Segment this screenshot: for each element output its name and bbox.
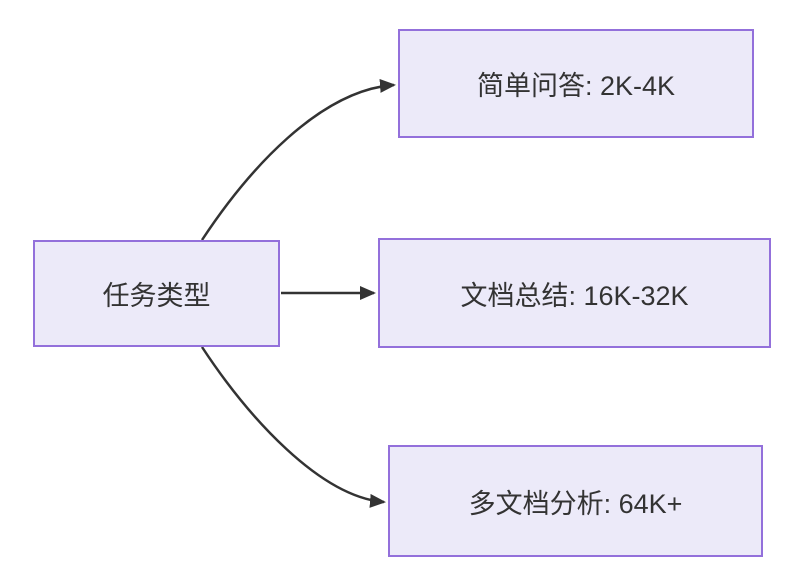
node-simple-qa: 简单问答: 2K-4K (398, 29, 754, 138)
node-task-type: 任务类型 (33, 240, 280, 347)
node-doc-summary: 文档总结: 16K-32K (378, 238, 771, 348)
node-task-type-label: 任务类型 (102, 281, 211, 311)
edge-task-to-simple-qa (200, 78, 396, 241)
node-doc-summary-label: 文档总结: 16K-32K (460, 280, 689, 311)
node-multi-doc-label: 多文档分析: 64K+ (468, 488, 683, 519)
node-simple-qa-label: 简单问答: 2K-4K (476, 71, 676, 101)
edge-task-to-multi-doc (200, 346, 386, 508)
node-multi-doc: 多文档分析: 64K+ (388, 445, 763, 557)
